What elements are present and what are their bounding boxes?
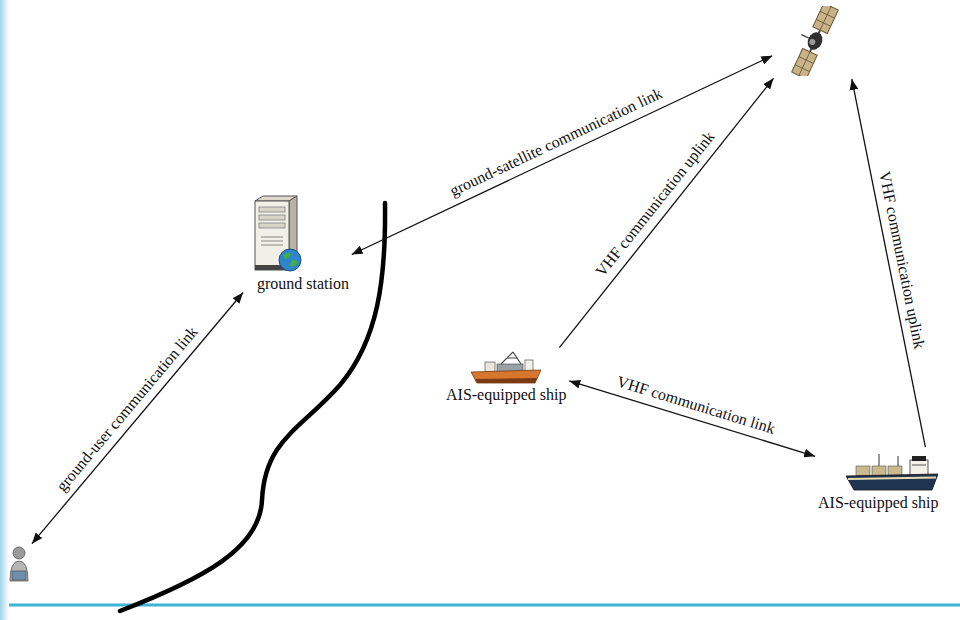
node-icon [245,195,305,275]
node-icon [471,350,541,386]
ship-node: AIS-equipped ship [818,450,938,512]
link-label: VHF communication link [613,372,779,438]
node-label: AIS-equipped ship [818,494,938,512]
communication-link [352,56,773,255]
coastline [120,203,385,611]
user-terminal-node [8,545,30,585]
satellite-node [775,6,855,76]
link-label: ground-user communication link [51,322,202,497]
node-label: AIS-equipped ship [446,386,566,404]
page-bottom-rule [9,604,960,607]
link-label: ground-satellite communication link [445,84,667,201]
node-icon [775,6,855,76]
ship-node: AIS-equipped ship [446,350,566,404]
link-label: VHF communication uplink [876,168,929,352]
communication-link [852,79,926,447]
node-icon [8,545,30,585]
communication-link [569,381,815,456]
page-edge-strip [0,0,9,620]
link-label: VHF communication uplink [591,127,720,282]
ground-station-node: ground station [245,195,349,293]
node-icon [846,450,938,494]
communication-link [32,293,243,544]
node-label: ground station [257,275,349,293]
